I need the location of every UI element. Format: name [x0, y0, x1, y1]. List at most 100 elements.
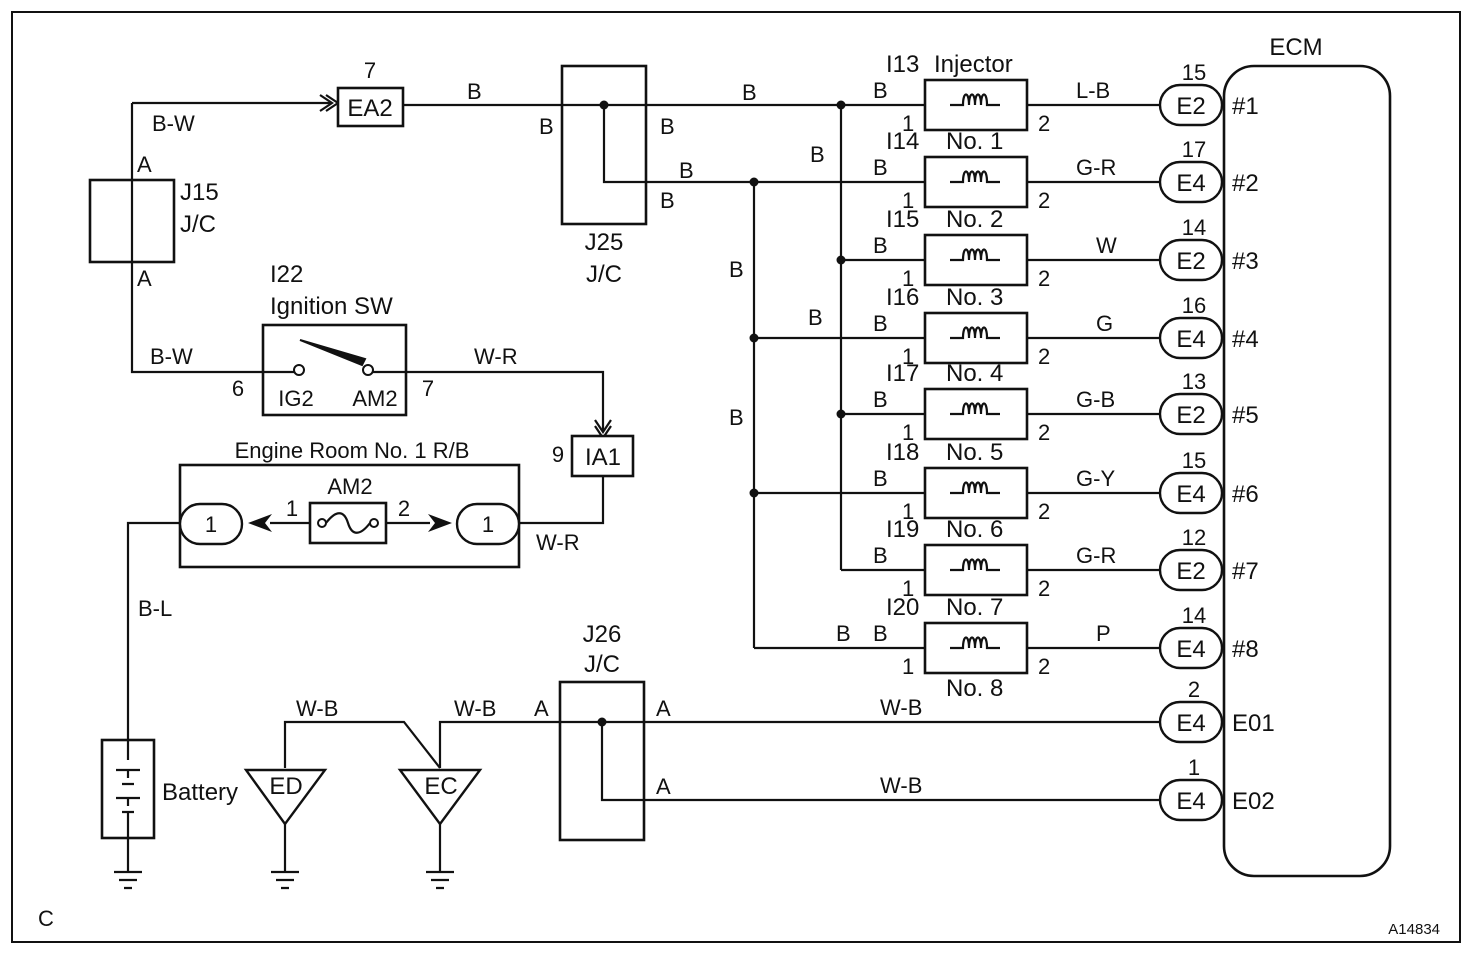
figure-id: A14834	[1388, 921, 1440, 938]
ec-label: EC	[424, 773, 457, 800]
ec-earth-icon	[426, 824, 454, 890]
ecm-terminal: E01	[1232, 710, 1275, 737]
ed-ground-icon	[243, 768, 328, 827]
ec-wire-label: W-B	[454, 696, 496, 721]
j26-splice-dot	[597, 717, 607, 727]
relay-conn-right-label: 1	[482, 512, 494, 537]
injector-pin-out: 2	[1038, 654, 1050, 679]
battery-wire-label: B-L	[138, 596, 172, 621]
j15-pin-top: A	[137, 152, 152, 177]
coil-icon	[950, 558, 1000, 572]
ecm-connector-pin: 16	[1182, 293, 1206, 318]
j25-splice-dot	[599, 100, 609, 110]
coil-icon	[950, 481, 1000, 495]
battery-label: Battery	[162, 779, 238, 806]
ecm-connector-label: E4	[1176, 170, 1205, 197]
coil-icon	[950, 248, 1000, 262]
ecm-connector-label: E2	[1176, 93, 1205, 120]
injector-name: No. 5	[946, 439, 1003, 466]
coil-icon	[950, 93, 1000, 107]
ecm-connector-pin: 1	[1188, 755, 1200, 780]
injector-name: No. 1	[946, 128, 1003, 155]
j15-code: J15	[180, 179, 219, 206]
injector-in-wire-label: B	[873, 621, 888, 646]
ecm-connector-pin: 17	[1182, 137, 1206, 162]
injector-in-wire-label: B	[873, 466, 888, 491]
fuse-right-contact	[369, 518, 379, 528]
injector-box	[923, 543, 1029, 597]
ignition-switch-lever	[299, 339, 367, 367]
injector-code: I14	[886, 128, 919, 155]
injector-code: I13	[886, 51, 919, 78]
injector-pin-in: 1	[902, 576, 914, 601]
injector-pin-in: 1	[902, 111, 914, 136]
bus-label-8: B	[836, 621, 851, 646]
ecm-connector-shape	[1158, 548, 1224, 592]
ecm-wire-label: G-B	[1076, 387, 1115, 412]
ignition-switch-box	[261, 323, 408, 417]
ignition-term-am2: AM2	[352, 386, 397, 411]
ecm-connector-pin: 15	[1182, 60, 1206, 85]
coil-icon	[950, 402, 1000, 416]
ecm-wire-label: G-R	[1076, 155, 1116, 180]
ecm-box	[1222, 64, 1392, 878]
ia1-connector	[570, 434, 635, 478]
j25-wire-right2-label: B	[679, 158, 694, 183]
injector-pin-out: 2	[1038, 576, 1050, 601]
injector-in-wire-label: B	[873, 155, 888, 180]
relay-conn-left-label: 1	[205, 512, 217, 537]
ecm-wire-label: W-B	[880, 773, 922, 798]
ed-label: ED	[269, 773, 302, 800]
injector-pin-out: 2	[1038, 420, 1050, 445]
ecm-connector-label: E2	[1176, 248, 1205, 275]
injector-code: I17	[886, 360, 919, 387]
ea2-wire-in-label: B-W	[152, 111, 195, 136]
injector-pin-out: 2	[1038, 499, 1050, 524]
ignition-term-ig2: IG2	[278, 386, 313, 411]
fuse-element-icon	[325, 512, 371, 534]
injector-pin-out: 2	[1038, 111, 1050, 136]
ecm-connector-label: E4	[1176, 636, 1205, 663]
ea2-connector	[336, 86, 405, 128]
relay-block-title: Engine Room No. 1 R/B	[235, 438, 470, 463]
injector-name: No. 7	[946, 594, 1003, 621]
ecm-connector-shape	[1158, 316, 1224, 360]
ec-wire	[438, 720, 560, 768]
ignition-name: Ignition SW	[270, 293, 393, 320]
ecm-terminal: #3	[1232, 248, 1259, 275]
j25-type: J/C	[586, 261, 622, 288]
j25-pin-right1: B	[660, 114, 675, 139]
ecm-wire-label: L-B	[1076, 78, 1110, 103]
ecm-connector-pin: 12	[1182, 525, 1206, 550]
ecm-connector-label: E2	[1176, 402, 1205, 429]
coil-icon	[950, 326, 1000, 340]
ecm-title: ECM	[1269, 34, 1322, 61]
ignition-code: I22	[270, 261, 303, 288]
ecm-connector-pin: 15	[1182, 448, 1206, 473]
fuse-left-contact	[317, 518, 327, 528]
ed-wire-label: W-B	[296, 696, 338, 721]
ignition-pin-right: 7	[422, 376, 434, 401]
relay-conn-right	[455, 502, 521, 546]
injector-pin-in: 1	[902, 344, 914, 369]
ignition-ig2-contact	[293, 364, 305, 376]
battery-cell-icon	[116, 740, 140, 838]
ecm-wire-label: G-Y	[1076, 466, 1115, 491]
ecm-connector-pin: 14	[1182, 603, 1206, 628]
bus-label-4: B	[808, 305, 823, 330]
relay-pin-right: 2	[398, 496, 410, 521]
bus-b-dot-2	[749, 177, 759, 187]
battery-ground-icon	[114, 838, 142, 890]
j15-type: J/C	[180, 211, 216, 238]
injector-name: No. 6	[946, 516, 1003, 543]
ecm-terminal: #1	[1232, 93, 1259, 120]
